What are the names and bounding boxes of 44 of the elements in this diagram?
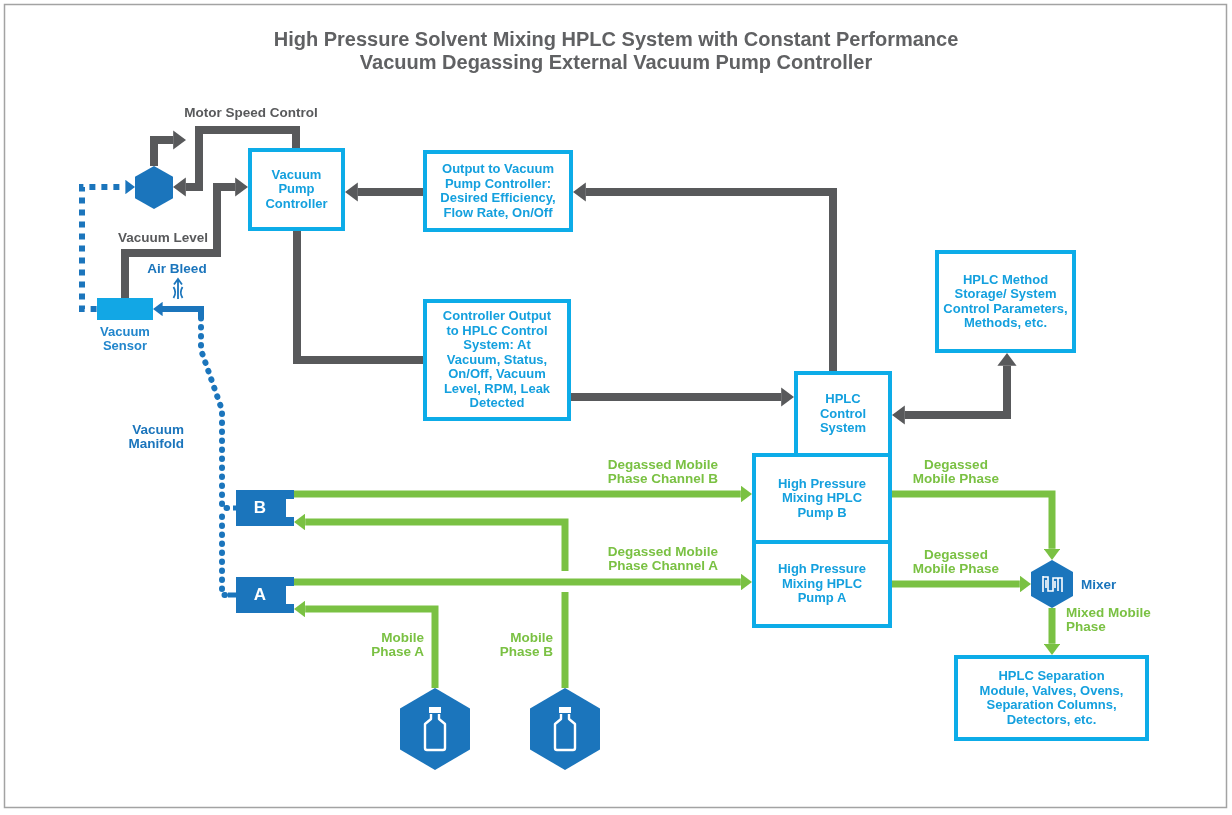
arrow — [571, 387, 794, 407]
arrow — [294, 600, 439, 688]
arrow — [294, 485, 752, 503]
edge-label: Degassed Mobile Phase Channel A — [606, 545, 718, 573]
process-box — [935, 250, 1076, 353]
process-label: Output to Vacuum Pump Controller: Desired Efficiency, Flow Rate, On/Off — [439, 162, 557, 220]
edge-label: Degassed Mobile Phase — [911, 458, 1001, 486]
arrow — [294, 513, 569, 688]
edge-label: Mobile Phase A — [370, 631, 424, 659]
arrow — [345, 182, 423, 202]
process-label: Vacuum Pump Controller — [264, 167, 329, 212]
sensor-label: Vacuum Sensor — [99, 325, 151, 353]
arrow — [892, 575, 1031, 593]
diagram-title: High Pressure Solvent Mixing HPLC System with Constant Performance Vacuum Degassing External Vacuum Pump Controller — [272, 28, 960, 74]
process-label: HPLC Control System — [818, 392, 868, 436]
process-label: HPLC Method Storage/ System Control Parameters, Methods, etc. — [942, 272, 1069, 331]
process-label: High Pressure Mixing HPLC Pump A — [776, 562, 868, 606]
arrow — [173, 126, 300, 197]
edge-label: Vacuum Level — [116, 231, 209, 245]
arrow — [892, 353, 1017, 425]
edge-label: Degassed Mobile Phase — [911, 548, 1001, 576]
connector-line — [293, 231, 423, 364]
mixer-label: Mixer — [1081, 576, 1117, 592]
process-label: Controller Output to HPLC Control System: At Vacuum, Status, On/Off, Vacuum Level, RPM, Leak Detected — [441, 309, 553, 411]
process-label: HPLC Separation Module, Valves, Ovens, Separation Columns, Detectors, etc. — [978, 669, 1125, 727]
chamber-letter: B — [253, 499, 267, 517]
chamber-letter: A — [253, 586, 267, 604]
edge-label: Mixed Mobile Phase — [1066, 606, 1152, 634]
edge-label: Degassed Mobile Phase Channel B — [606, 458, 718, 486]
arrow — [892, 490, 1061, 560]
arrow — [121, 177, 248, 298]
edge-label: Motor Speed Control — [183, 106, 319, 120]
arrow — [1043, 608, 1061, 655]
part-label: Vacuum Manifold — [127, 423, 184, 451]
part-label: Air Bleed — [146, 262, 208, 276]
process-box — [423, 150, 573, 232]
edge-label: Mobile Phase B — [498, 631, 553, 659]
process-label: High Pressure Mixing HPLC Pump B — [776, 476, 868, 521]
arrow — [573, 182, 837, 371]
dotted-arrow — [79, 179, 135, 312]
process-box — [954, 655, 1149, 741]
arrow — [294, 573, 752, 591]
process-box — [248, 148, 345, 231]
process-box — [423, 299, 571, 421]
